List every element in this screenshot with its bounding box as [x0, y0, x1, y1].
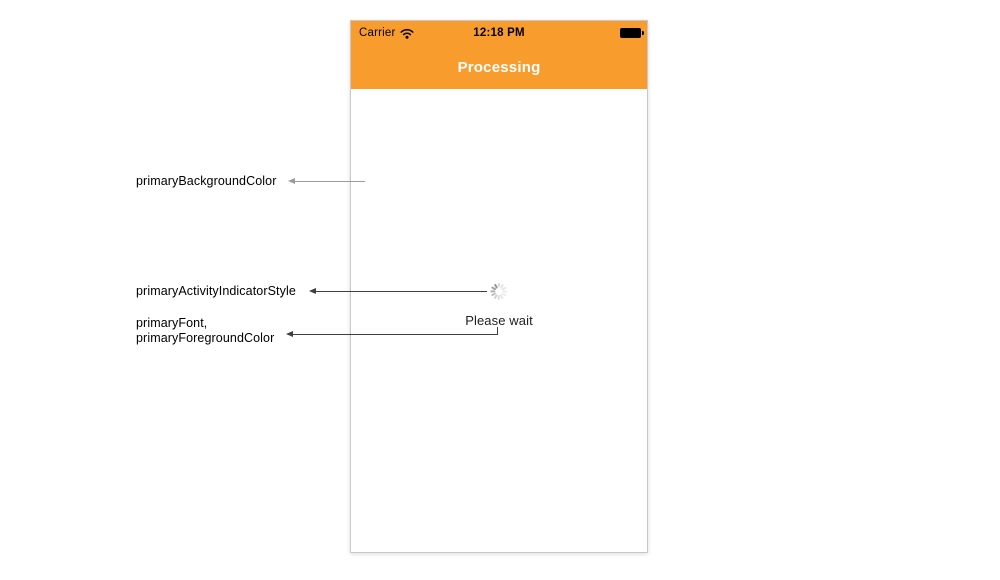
status-time: 12:18 PM	[473, 27, 525, 39]
annotation-arrow-line	[316, 291, 487, 292]
annotation-label-primary-background-color: primaryBackgroundColor	[136, 174, 277, 188]
app-header: Carrier 12:18 PM Processing	[351, 21, 647, 89]
annotation-arrow-line	[295, 181, 365, 182]
annotation-arrow-line	[293, 334, 498, 335]
carrier-group: Carrier	[359, 27, 414, 39]
status-bar: Carrier 12:18 PM	[351, 21, 647, 45]
spinner-tick	[498, 282, 500, 288]
spinner-tick	[502, 290, 508, 292]
nav-title: Processing	[457, 58, 541, 76]
phone-screen: Carrier 12:18 PM Processing	[350, 20, 648, 553]
battery-icon	[620, 28, 644, 38]
activity-indicator-spinner	[490, 282, 508, 300]
annotation-label-primary-font-foreground-color: primaryFont, primaryForegroundColor	[136, 316, 274, 345]
please-wait-label: Please wait	[465, 313, 533, 328]
spinner-tick	[498, 294, 500, 300]
arrow-left-icon	[309, 287, 316, 294]
annotation-label-primary-activity-indicator-style: primaryActivityIndicatorStyle	[136, 284, 296, 298]
annotation-arrow-elbow	[497, 327, 498, 335]
carrier-label: Carrier	[359, 27, 396, 39]
screen-content: Please wait	[351, 89, 647, 552]
annotation-label-line2: primaryForegroundColor	[136, 330, 275, 345]
arrow-left-icon	[288, 177, 295, 184]
nav-bar: Processing	[351, 45, 647, 89]
arrow-left-icon	[286, 330, 293, 337]
annotation-label-line1: primaryFont,	[136, 316, 208, 330]
wifi-icon	[399, 28, 414, 39]
